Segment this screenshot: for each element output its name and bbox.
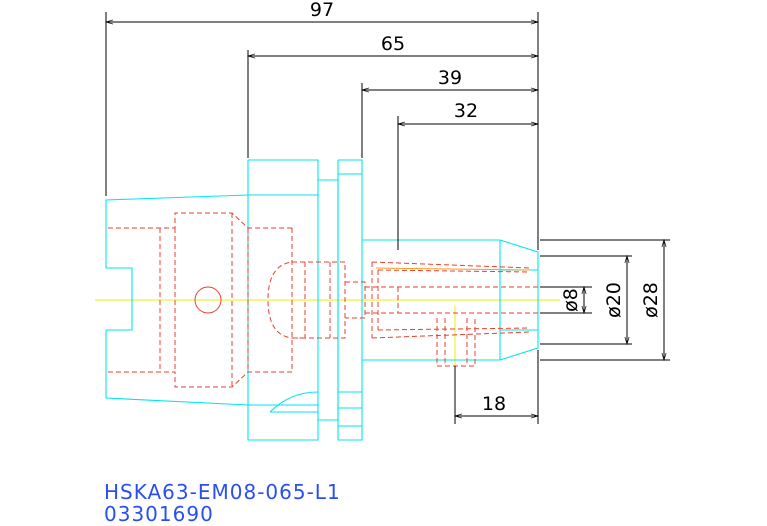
dim-dia-8: ø8 bbox=[560, 288, 582, 312]
dim-39: 39 bbox=[438, 67, 462, 89]
dim-32: 32 bbox=[454, 100, 478, 122]
collet-wedge bbox=[375, 267, 531, 271]
cross-hole bbox=[194, 286, 222, 314]
dimension-lines bbox=[104, 12, 670, 424]
hidden-lines bbox=[108, 212, 540, 388]
centerline bbox=[95, 299, 560, 366]
dim-dia-20: ø20 bbox=[603, 282, 625, 318]
dim-dia-28: ø28 bbox=[640, 282, 662, 318]
tool-holder-outline bbox=[105, 159, 539, 441]
dim-97: 97 bbox=[310, 0, 334, 21]
model-code: HSKA63-EM08-065-L1 bbox=[104, 480, 341, 504]
dim-65: 65 bbox=[381, 33, 405, 55]
part-number: 03301690 bbox=[104, 502, 214, 526]
dim-18: 18 bbox=[482, 393, 506, 415]
